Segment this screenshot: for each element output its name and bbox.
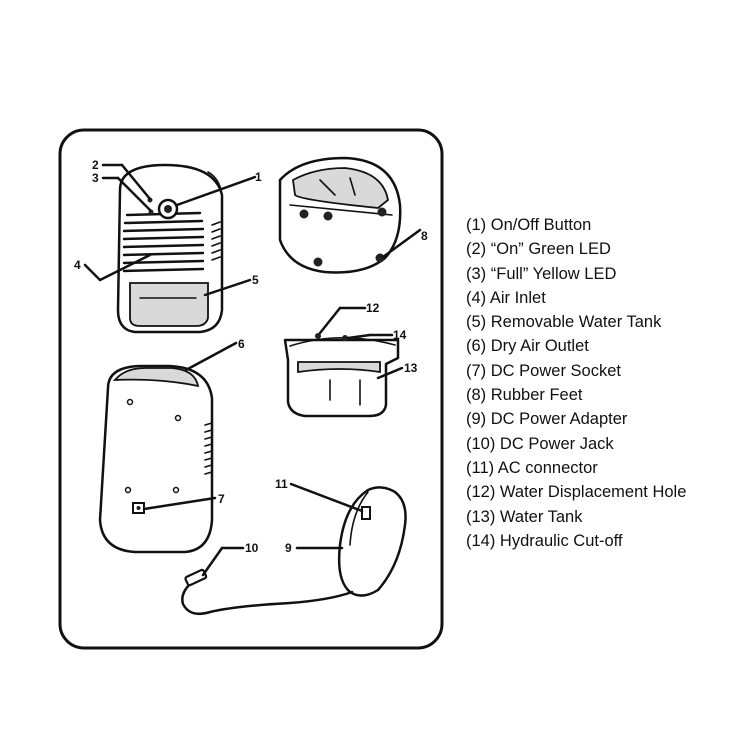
callout-1: 1 xyxy=(255,170,262,184)
diagram-frame xyxy=(58,128,444,650)
legend-item: (10) DC Power Jack xyxy=(466,434,614,453)
callout-3: 3 xyxy=(92,171,99,185)
callout-2: 2 xyxy=(92,158,99,172)
rubber-foot xyxy=(377,207,387,217)
legend-item: (12) Water Displacement Hole xyxy=(466,483,687,502)
callout-14: 14 xyxy=(393,328,407,342)
rubber-foot xyxy=(313,257,323,267)
callout-5: 5 xyxy=(252,273,259,287)
legend-item: (4) Air Inlet xyxy=(466,288,546,307)
callout-11: 11 xyxy=(275,477,288,491)
callout-13: 13 xyxy=(404,361,418,375)
power-cord xyxy=(181,582,354,615)
removable-water-tank xyxy=(129,282,209,327)
rubber-foot xyxy=(375,253,385,263)
legend-item: (5) Removable Water Tank xyxy=(466,313,662,332)
legend-item: (8) Rubber Feet xyxy=(466,386,583,405)
callout-10: 10 xyxy=(245,541,259,555)
legend-item: (2) “On” Green LED xyxy=(466,240,611,259)
legend-item: (6) Dry Air Outlet xyxy=(466,337,589,356)
water-displacement-hole xyxy=(315,333,321,339)
legend-item: (14) Hydraulic Cut-off xyxy=(466,531,623,550)
back-side-vent xyxy=(204,422,213,475)
callout-9: 9 xyxy=(285,541,292,555)
hydraulic-cut-off xyxy=(342,335,348,341)
water-tank-view xyxy=(283,333,400,418)
rubber-foot xyxy=(323,211,333,221)
legend-item: (7) DC Power Socket xyxy=(466,361,621,380)
callout-7: 7 xyxy=(218,492,225,506)
dehumidifier-bottom-view xyxy=(278,156,402,274)
power-adapter-view xyxy=(181,486,407,615)
rubber-foot xyxy=(299,209,309,219)
legend-item: (11) AC connector xyxy=(466,458,598,477)
dry-air-outlet xyxy=(113,367,200,388)
callout-6: 6 xyxy=(238,337,245,351)
ac-connector xyxy=(361,506,371,520)
dehumidifier-back-view xyxy=(98,364,214,554)
callout-12: 12 xyxy=(366,301,380,315)
callout-4: 4 xyxy=(74,258,81,272)
legend-item: (1) On/Off Button xyxy=(466,216,592,234)
side-vent xyxy=(211,221,221,261)
legend-item: (9) DC Power Adapter xyxy=(466,410,628,429)
legend-item: (3) “Full” Yellow LED xyxy=(466,264,617,283)
legend-item: (13) Water Tank xyxy=(466,507,583,526)
dc-power-jack xyxy=(184,568,208,587)
air-inlet-grille xyxy=(122,211,205,273)
callout-8: 8 xyxy=(421,229,428,243)
callout-leaders xyxy=(83,163,422,577)
dehumidifier-front-view xyxy=(116,163,224,334)
parts-legend: (1) On/Off Button (2) “On” Green LED (3)… xyxy=(466,213,686,553)
